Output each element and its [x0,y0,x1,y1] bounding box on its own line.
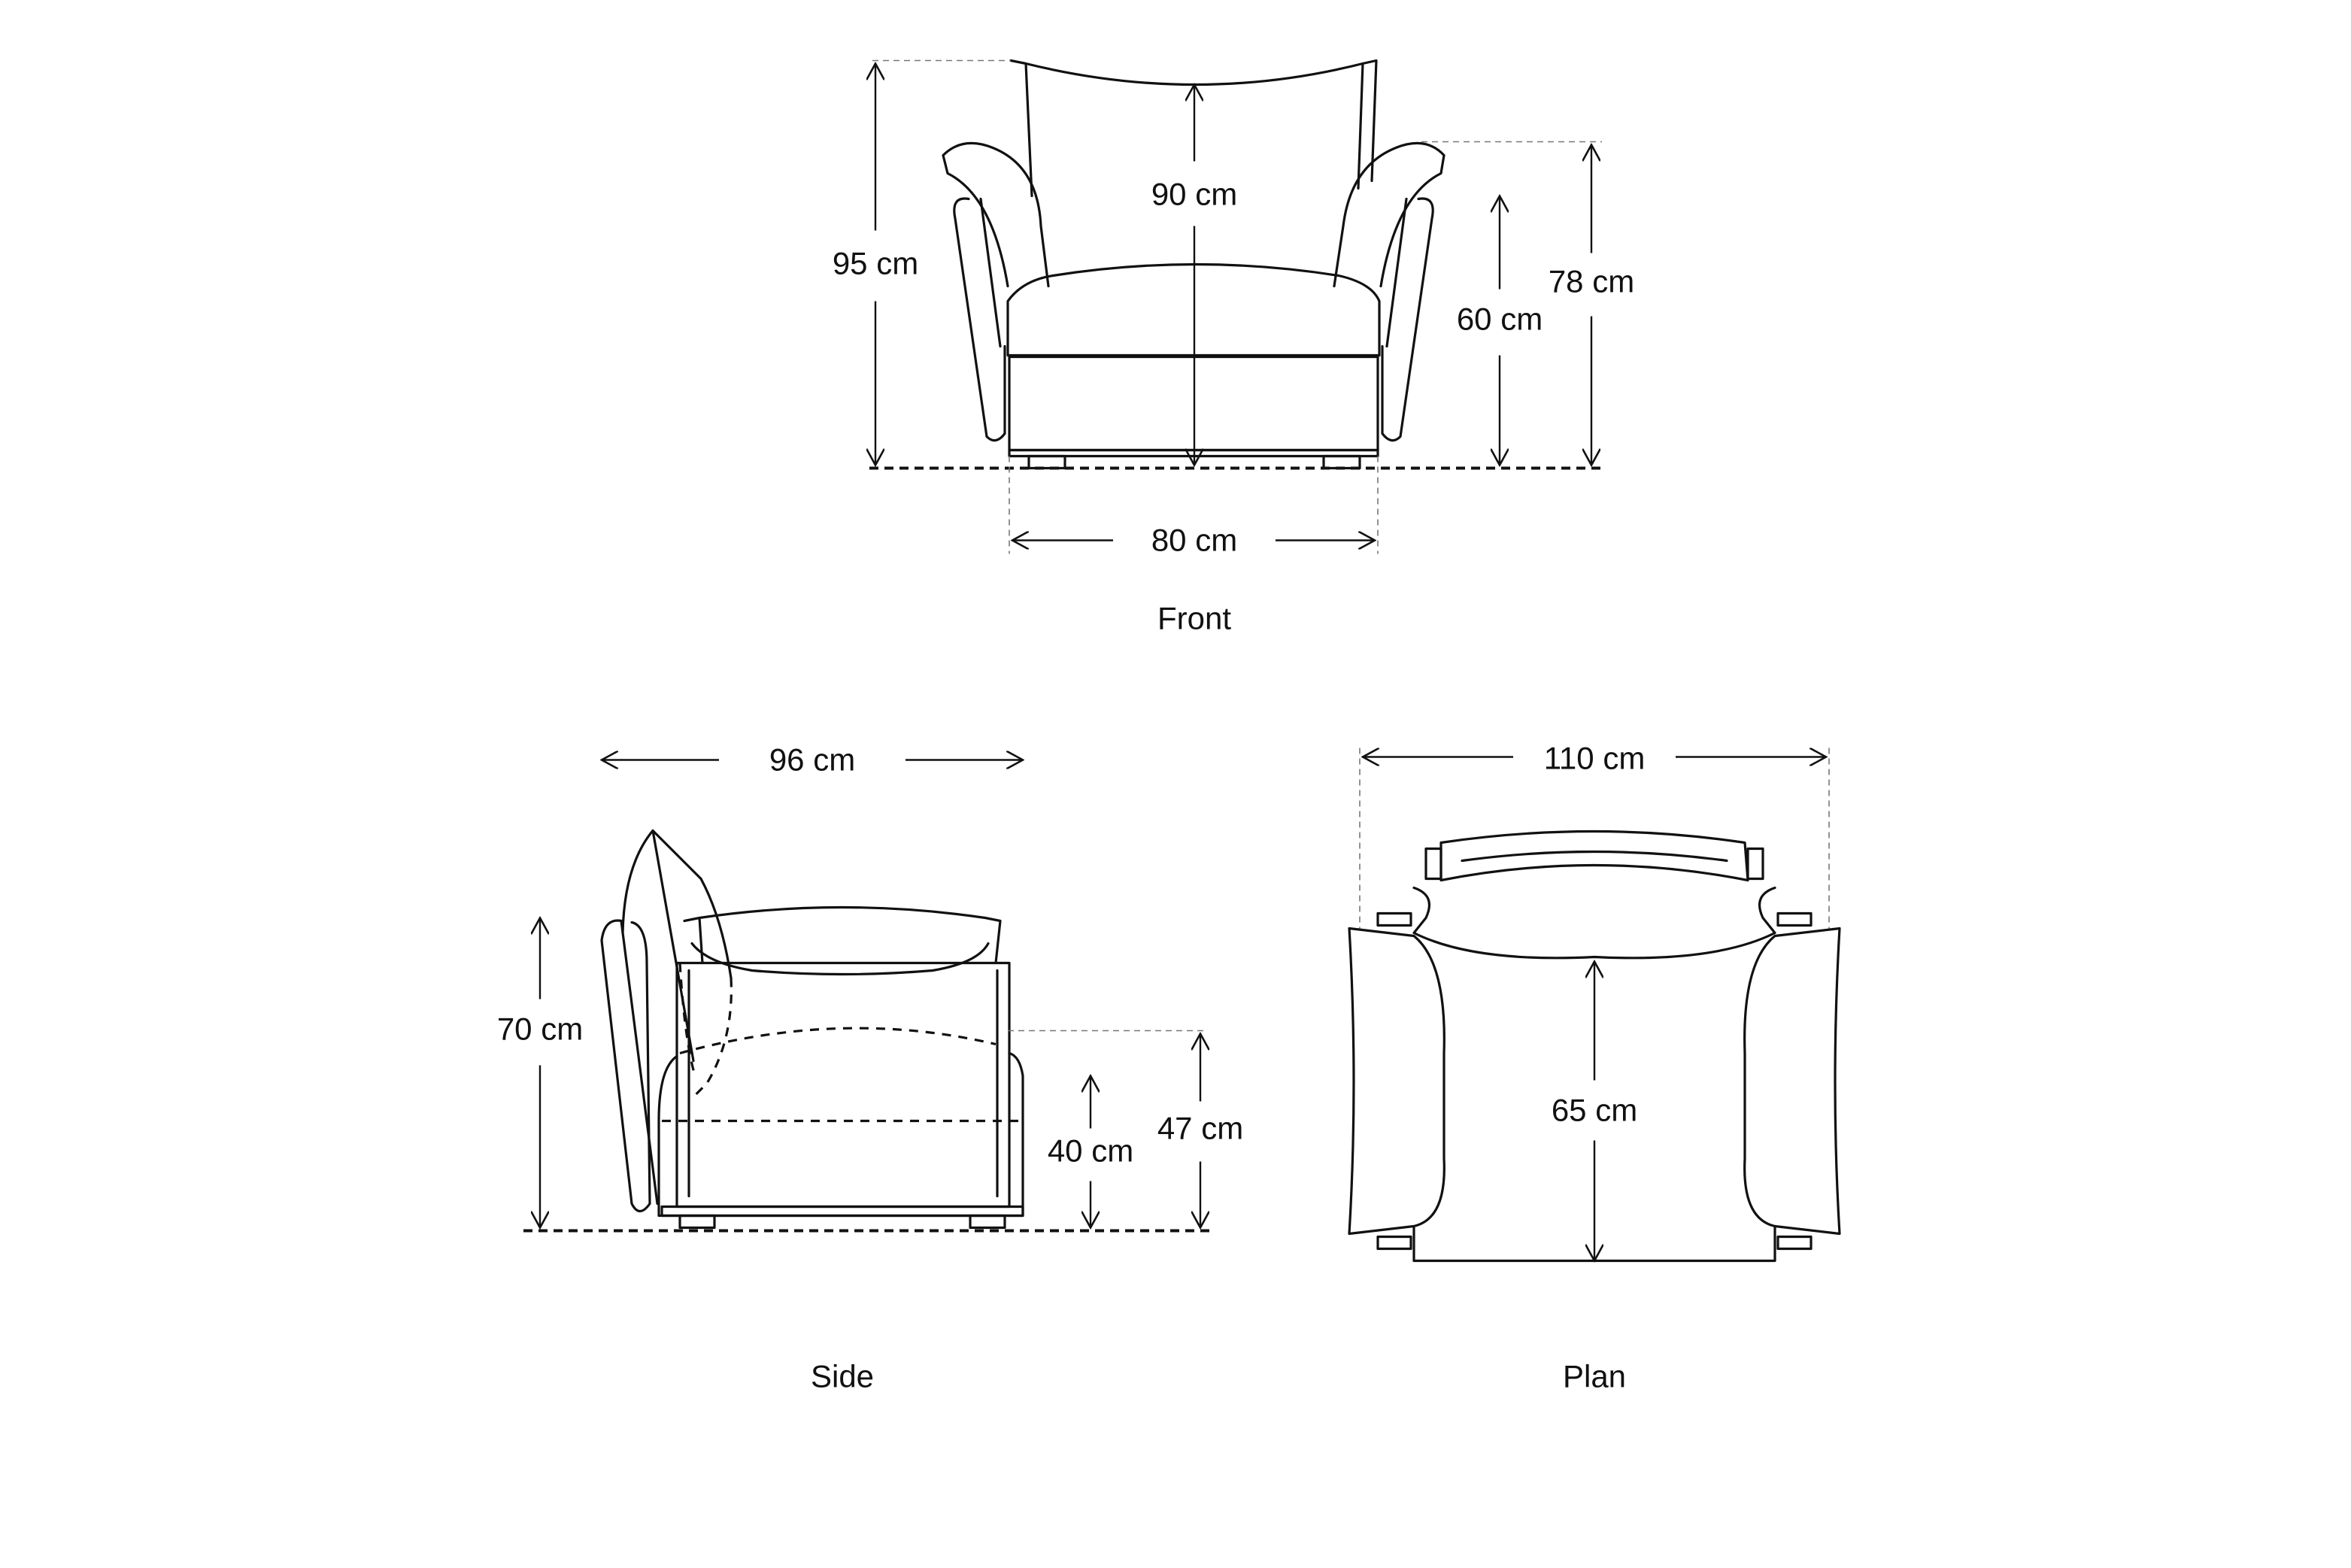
plan-view: 110 cm 65 cm Plan [1348,741,1841,1394]
front-arm-inner-height-label: 60 cm [1457,302,1543,337]
plan-seat-depth-label: 65 cm [1552,1093,1637,1128]
front-view: 95 cm 90 cm 78 cm 60 cm 80 cm Front [833,59,1634,636]
front-total-height-label: 95 cm [833,246,918,281]
side-chair-drawing [600,829,1024,1230]
side-depth-label: 96 cm [769,742,855,778]
side-seat-base-height-label: 40 cm [1048,1133,1133,1169]
side-caption: Side [811,1359,874,1394]
plan-width-label: 110 cm [1544,741,1646,776]
side-seat-height-label: 47 cm [1157,1111,1243,1146]
front-caption: Front [1157,601,1231,636]
front-width-label: 80 cm [1151,523,1237,558]
plan-caption: Plan [1563,1359,1626,1394]
plan-chair-drawing [1348,829,1841,1263]
side-view: 96 cm 70 cm 47 cm 40 cm Side [497,742,1243,1394]
side-height-label: 70 cm [497,1011,583,1047]
front-back-height-label: 90 cm [1151,177,1237,212]
front-arm-height-label: 78 cm [1549,264,1634,299]
